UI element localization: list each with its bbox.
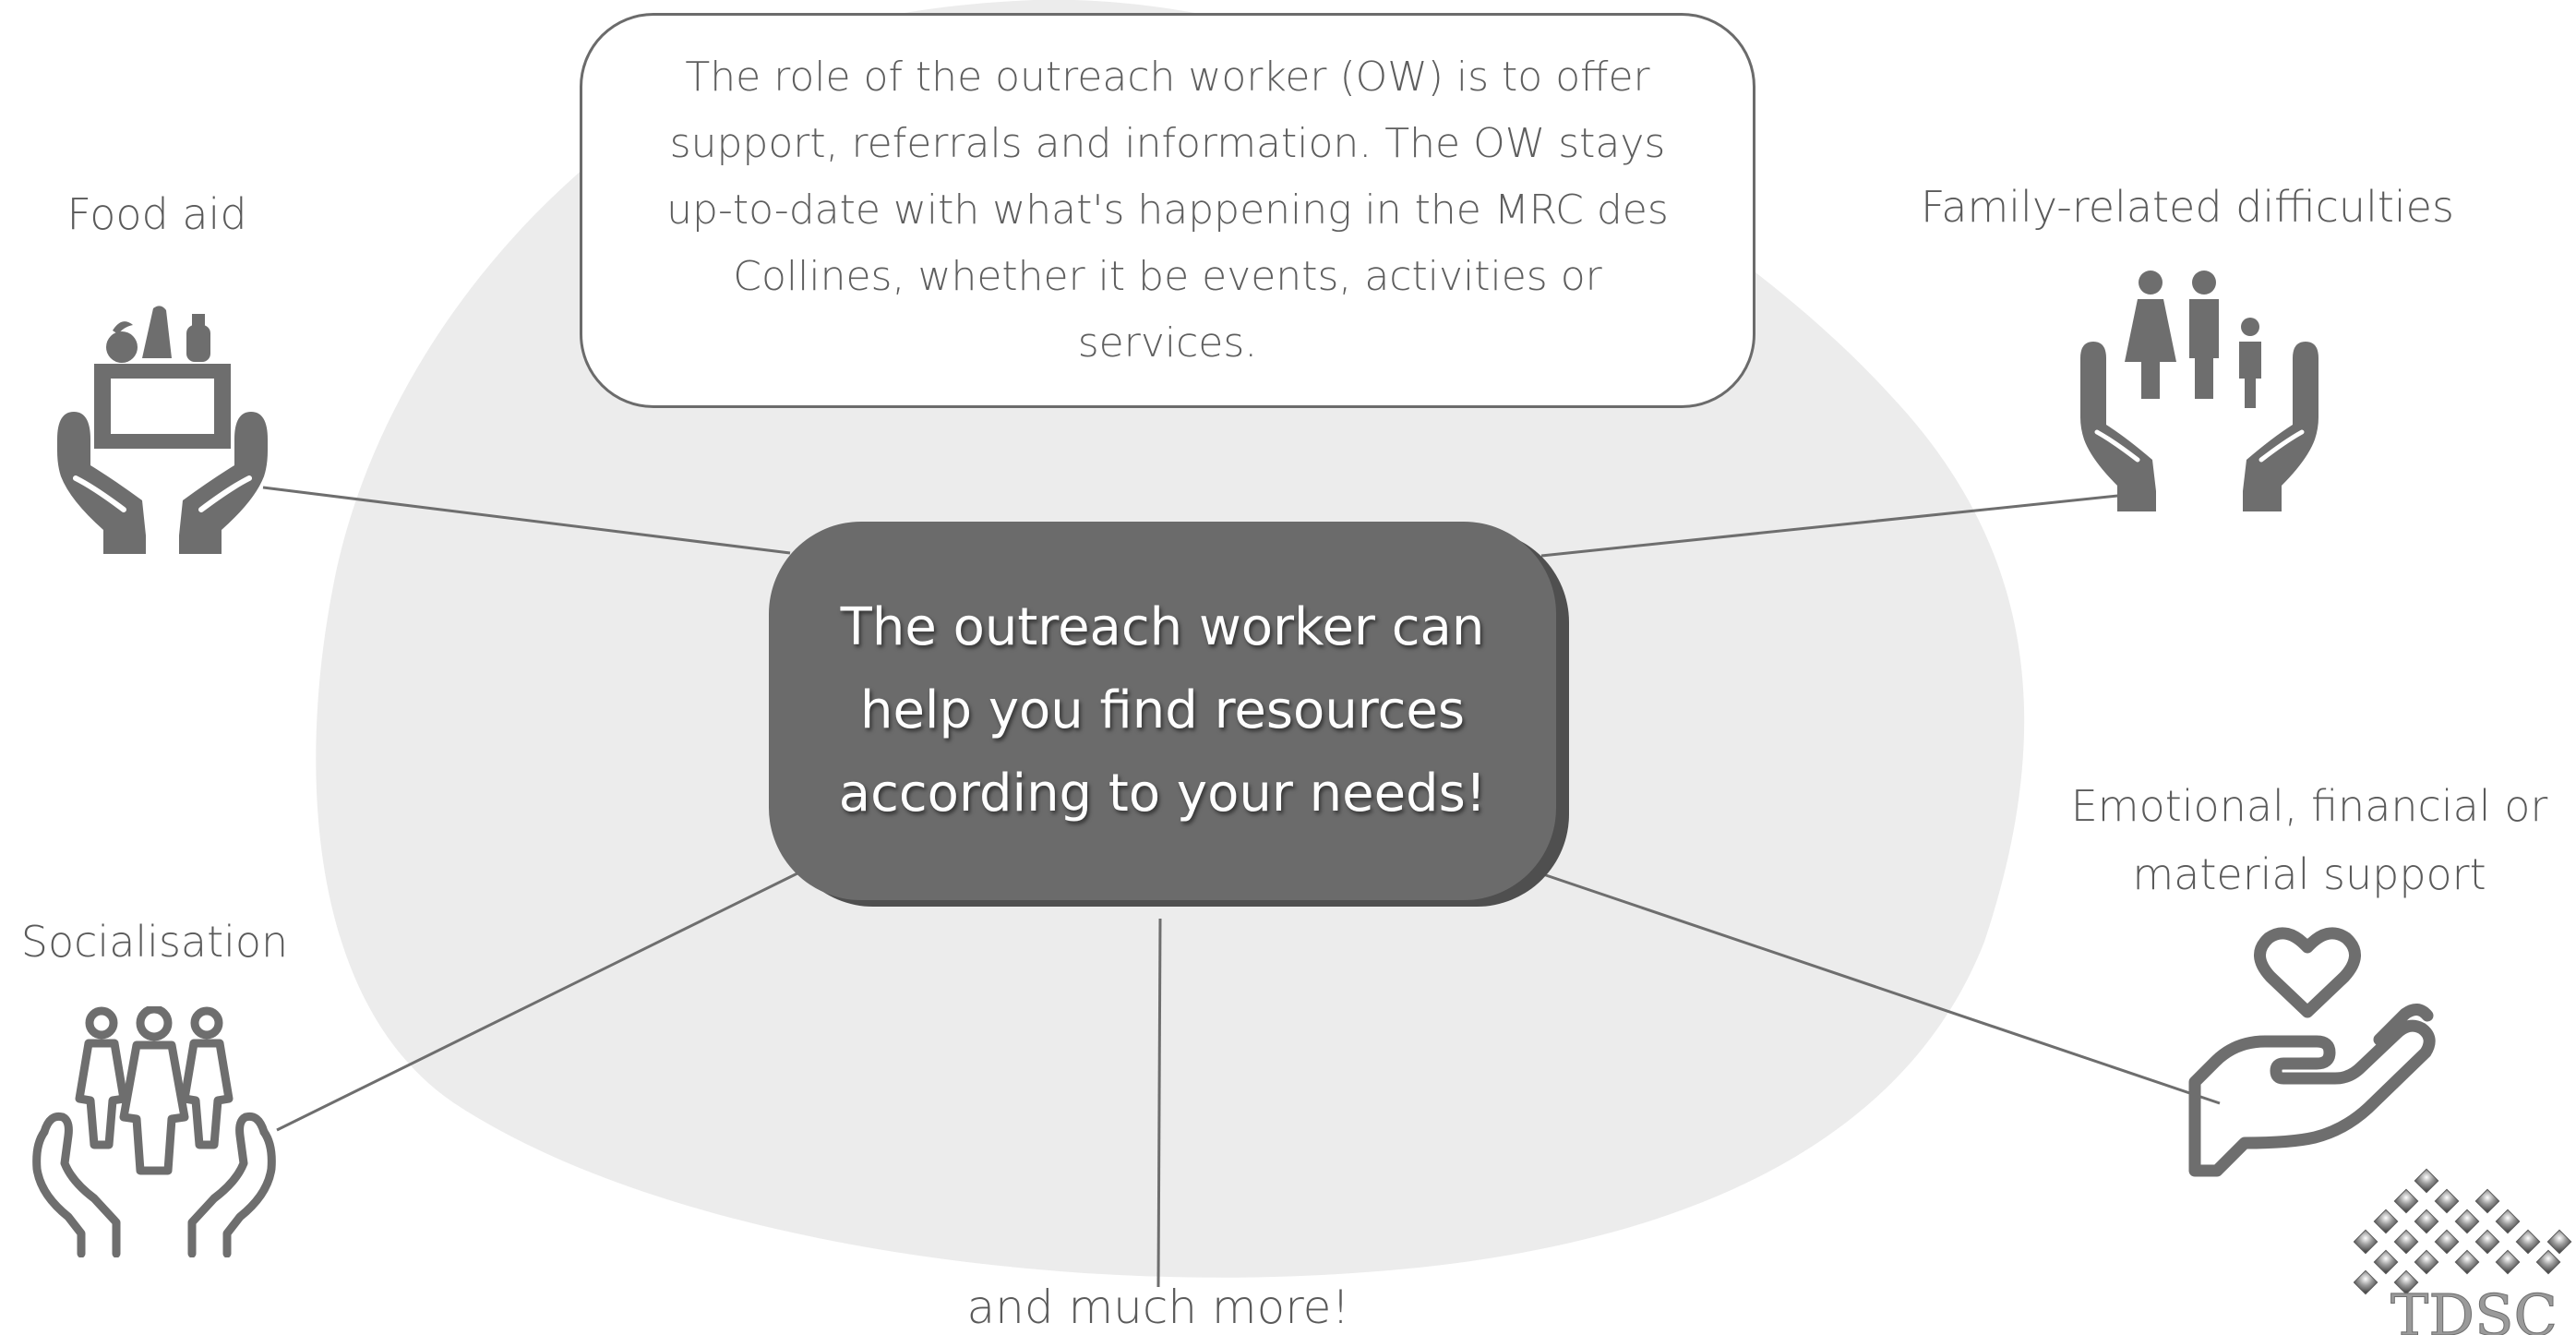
center-text: The outreach worker can help you find re… <box>838 597 1487 824</box>
connector-family <box>1540 493 2127 558</box>
hands-holding-family-icon <box>2080 271 2318 511</box>
hand-holding-heart-icon <box>2188 927 2436 1177</box>
connector-food-aid <box>262 486 791 555</box>
intro-box: The role of the outreach worker (OW) is … <box>580 13 1755 408</box>
center-box: The outreach worker can help you find re… <box>769 522 1556 900</box>
connector-more <box>1156 918 1162 1288</box>
label-food-aid: Food aid <box>66 189 247 239</box>
intro-text: The role of the outreach worker (OW) is … <box>666 54 1669 367</box>
hands-holding-food-basket-icon <box>57 306 268 554</box>
label-socialisation: Socialisation <box>20 917 289 967</box>
label-support: Emotional, financial or material support <box>2070 781 2548 899</box>
label-and-much-more: and much more! <box>966 1281 1350 1334</box>
label-family: Family-related difficulties <box>1921 182 2454 232</box>
connector-socialisation <box>276 871 800 1132</box>
connector-support <box>1542 872 2221 1105</box>
hands-holding-people-icon <box>32 1006 276 1257</box>
tdsc-logo: TDSC <box>2354 1168 2572 1335</box>
logo-text: TDSC <box>2390 1281 2558 1335</box>
